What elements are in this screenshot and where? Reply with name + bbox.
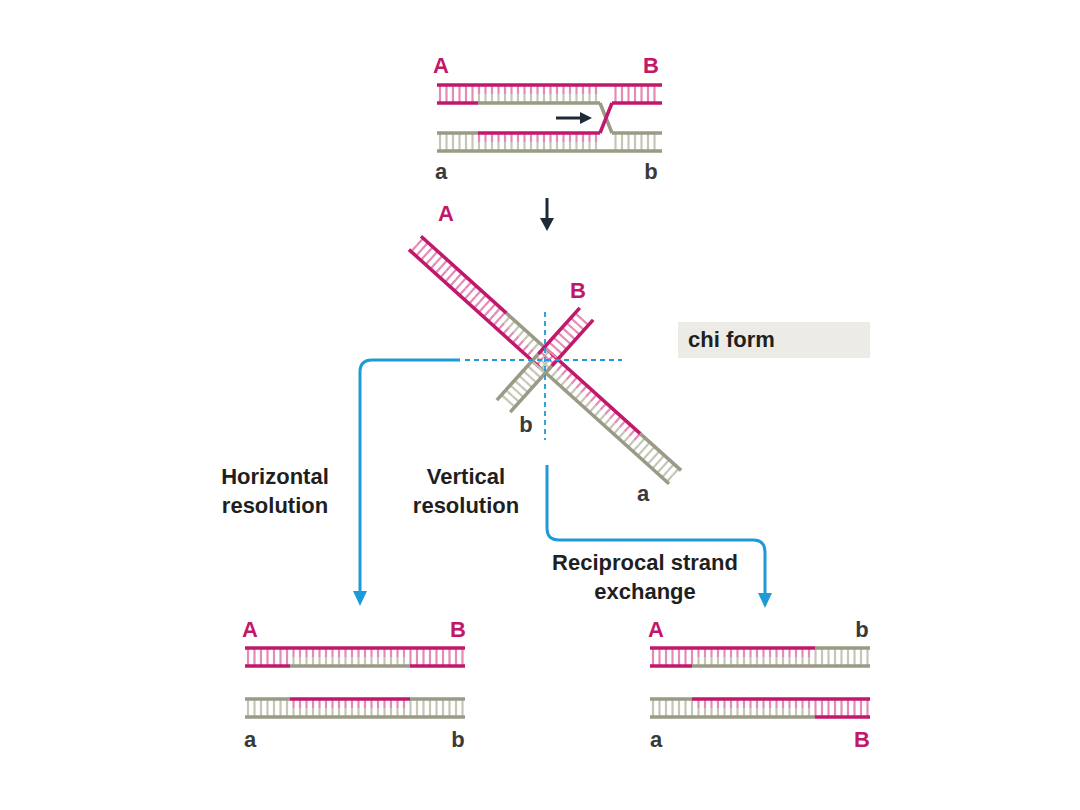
step-label: Vertical resolution xyxy=(391,463,541,520)
allele-letter: A xyxy=(438,200,454,229)
allele-letter: b xyxy=(644,158,657,187)
dna-strand xyxy=(437,83,662,87)
chi-arm xyxy=(497,354,552,412)
chi-arm xyxy=(538,308,593,366)
dna-strand xyxy=(650,697,692,701)
dna-strand xyxy=(650,664,692,668)
vertical-products xyxy=(650,648,870,717)
dna-strand xyxy=(551,353,640,433)
dna-strand xyxy=(245,664,290,668)
allele-letter: B xyxy=(854,726,870,755)
migration-arrow xyxy=(556,117,582,120)
dna-strand xyxy=(245,646,465,650)
crossing-strand xyxy=(600,103,612,133)
box-text: chi form xyxy=(688,327,860,353)
horizontal-products xyxy=(245,648,465,717)
allele-letter: a xyxy=(637,480,649,509)
dna-strand xyxy=(410,697,465,701)
dna-strand xyxy=(612,101,662,105)
dna-strand xyxy=(421,236,506,313)
dna-strand xyxy=(245,715,465,719)
dna-strand xyxy=(539,367,669,484)
allele-letter: B xyxy=(450,616,466,645)
cut-line xyxy=(465,359,622,361)
dna-strand xyxy=(245,697,290,701)
allele-letter: a xyxy=(435,158,447,187)
dna-strand xyxy=(815,646,870,650)
dna-strand xyxy=(437,131,478,135)
cut-line xyxy=(544,312,546,440)
dna-strand xyxy=(478,131,600,135)
dna-strand xyxy=(650,646,815,650)
allele-letter: a xyxy=(244,726,256,755)
allele-letter: A xyxy=(648,616,664,645)
dna-strand xyxy=(290,697,410,701)
label-box: chi form xyxy=(678,322,870,358)
resolution-arrowhead xyxy=(353,591,367,606)
top-duplexes xyxy=(437,85,662,151)
dna-strand xyxy=(650,715,815,719)
dna-strand xyxy=(410,664,465,668)
allele-letter: B xyxy=(570,277,586,306)
allele-letter: a xyxy=(650,726,662,755)
dna-strand xyxy=(478,101,600,105)
step-label: Reciprocal strand exchange xyxy=(545,549,745,606)
allele-letter: b xyxy=(451,726,464,755)
allele-letter: A xyxy=(242,616,258,645)
dna-strand xyxy=(612,131,662,135)
dna-strand xyxy=(692,664,870,668)
allele-letter: b xyxy=(519,411,532,440)
dna-strand xyxy=(437,149,662,153)
allele-letter: A xyxy=(433,52,449,81)
allele-letter: b xyxy=(855,616,868,645)
migration-arrowhead xyxy=(580,112,592,124)
dna-strand xyxy=(409,250,539,367)
resolution-arrowhead xyxy=(758,593,772,608)
dna-strand xyxy=(290,664,410,668)
dna-strand xyxy=(692,697,870,701)
crossing-strand xyxy=(600,103,612,133)
allele-letter: B xyxy=(643,52,659,81)
chi-arm xyxy=(539,353,681,483)
dna-strand xyxy=(815,715,870,719)
step-arrowhead xyxy=(540,218,554,231)
chi-arm xyxy=(409,236,551,366)
step-label: Horizontal resolution xyxy=(190,463,360,520)
step-arrow xyxy=(546,198,549,220)
dna-strand xyxy=(437,101,478,105)
